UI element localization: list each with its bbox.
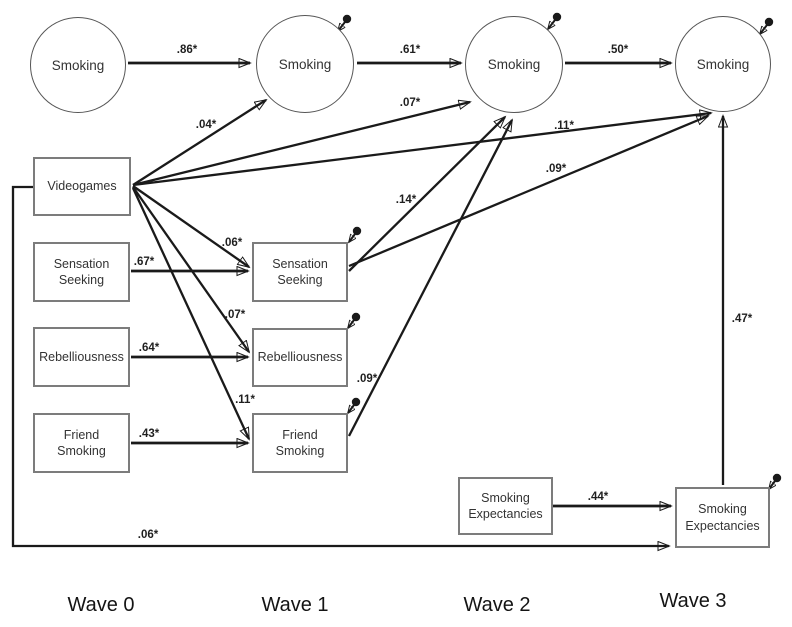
error-term-rebelliousness-w1 [348,312,361,328]
edge-videogames-to-sensation-seeking-w1 [132,185,249,267]
node-videogames-w0: Videogames [33,157,131,216]
node-smoking-w1: Smoking [256,15,354,113]
node-smoking-w2: Smoking [465,16,563,113]
node-smoking-w3: Smoking [675,16,771,112]
edge-videogames-to-friend-smoking-w1 [131,187,251,439]
error-term-smoking-w1 [338,14,352,31]
node-label: Sensation Seeking [53,256,110,287]
node-smoking-expectancies-w3: Smoking Expectancies [675,487,770,548]
node-friend-smoking-w1: Friend Smoking [252,413,348,473]
node-label: Friend Smoking [275,427,325,458]
edge-sensation-seeking-w1-to-smoking-w3 [348,114,708,268]
coef-friend-smoking-w1-smoking-w2: .09* [356,373,378,385]
edge-friend-smoking-w1-to-smoking-w2 [347,120,514,437]
wave-1-label: Wave 1 [261,594,329,616]
coef-friend-smoking-w0-w1: .43* [138,428,160,440]
coef-videogames-smoking-w1: .04* [195,119,217,131]
node-rebelliousness-w1: Rebelliousness [252,328,348,387]
coef-sensation-seeking-w0-w1: .67* [133,256,155,268]
node-friend-smoking-w0: Friend Smoking [33,413,130,473]
node-label: Sensation Seeking [272,256,328,287]
node-smoking-w0: Smoking [30,17,126,113]
edge-videogames-to-smoking-w3 [132,113,711,187]
edge-videogames-to-smoking-w2 [132,102,470,187]
node-label: Smoking [487,57,541,72]
node-label: Friend Smoking [57,427,106,458]
coef-videogames-smoking-w2: .07* [399,97,421,109]
node-label: Smoking Expectancies [468,490,543,521]
wave-2-label: Wave 2 [463,594,531,616]
coef-sensation-seeking-w1-smoking-w3: .09* [545,163,567,175]
edge-videogames-to-rebelliousness-w1 [132,186,249,352]
node-label: Smoking Expectancies [685,502,760,533]
node-label: Smoking [278,56,332,72]
node-label: Smoking [696,56,750,72]
coef-videogames-sensation-seeking-w1: .06* [221,237,243,249]
coef-smoking-expectancies-w3-smoking-w3: .47* [731,313,753,325]
wave-3-label: Wave 3 [659,590,727,612]
edge-sensation-seeking-w1-to-smoking-w2 [348,117,505,272]
node-smoking-expectancies-w2: Smoking Expectancies [458,477,553,535]
coef-videogames-rebelliousness-w1: .07* [224,309,246,321]
error-term-smoking-w3 [760,17,774,34]
node-label: Smoking [51,57,105,73]
error-term-sensation-seeking-w1 [349,226,362,242]
error-term-friend-smoking-w1 [348,397,361,413]
error-term-smoking-w2 [548,12,562,29]
node-sensation-seeking-w1: Sensation Seeking [252,242,348,302]
edge-videogames-to-smoking-w1 [132,100,266,186]
coef-videogames-smoking-w3: .11* [554,120,574,132]
coef-rebelliousness-w0-w1: .64* [138,342,160,354]
coef-videogames-friend-smoking-w1: .11* [235,394,255,406]
node-label: Videogames [47,179,117,194]
node-label: Rebelliousness [39,349,124,364]
wave-0-label: Wave 0 [67,594,135,616]
edge-videogames-to-smoking-expectancies-w3 [11,185,669,546]
error-term-smoking-expectancies-w3 [769,473,782,489]
coef-smoking-expectancies-w2-w3: .44* [587,491,609,503]
coef-smoking-w0-w1: .86* [176,44,198,56]
node-label: Rebelliousness [257,350,343,365]
coef-smoking-w2-w3: .50* [607,44,629,56]
node-rebelliousness-w0: Rebelliousness [33,327,130,387]
coef-videogames-smoking-expectancies-w3: .06* [137,529,159,541]
node-sensation-seeking-w0: Sensation Seeking [33,242,130,302]
coef-smoking-w1-w2: .61* [399,44,421,56]
coef-sensation-seeking-w1-smoking-w2: .14* [395,194,417,206]
